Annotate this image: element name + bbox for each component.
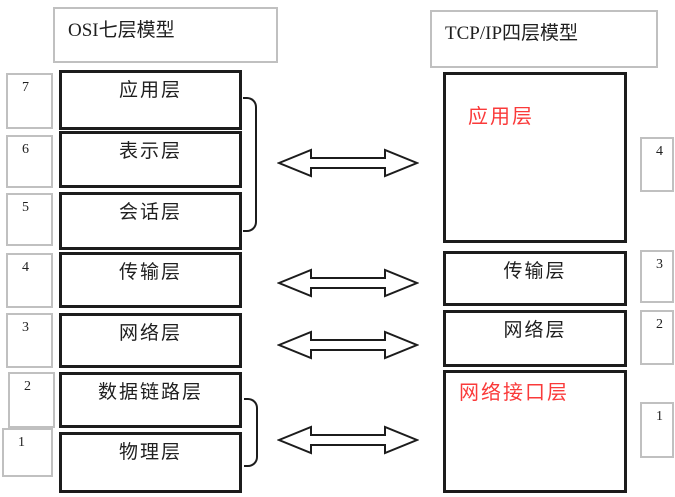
tcpip-model-title: TCP/IP四层模型 bbox=[445, 23, 579, 44]
tcpip-layer-number: 1 bbox=[656, 409, 663, 424]
tcpip-layer-number-box-4: 4 bbox=[640, 137, 674, 192]
tcpip-layer-number: 2 bbox=[656, 317, 663, 332]
osi-layer-box-physical: 物理层 bbox=[59, 432, 242, 493]
tcpip-layer-number-box-3: 3 bbox=[640, 250, 674, 303]
double-arrow-physical-icon bbox=[277, 425, 419, 455]
osi-layer-number: 5 bbox=[22, 200, 29, 215]
osi-layer-label: 会话层 bbox=[118, 202, 182, 223]
osi-layer-label: 数据链路层 bbox=[97, 382, 203, 403]
osi-layer-number: 3 bbox=[22, 320, 29, 335]
osi-model-title-box: OSI七层模型 bbox=[53, 7, 278, 63]
osi-layer-label: 网络层 bbox=[118, 323, 182, 344]
osi-layer-number-box-2: 2 bbox=[8, 372, 55, 428]
osi-layer-box-transport: 传输层 bbox=[59, 252, 242, 308]
tcpip-layer-number-box-2: 2 bbox=[640, 310, 674, 365]
double-arrow-network-icon bbox=[277, 330, 419, 360]
osi-model-title: OSI七层模型 bbox=[68, 20, 175, 41]
double-arrow-transport-icon bbox=[277, 268, 419, 298]
tcpip-layer-box-transport: 传输层 bbox=[443, 251, 627, 306]
osi-layer-label: 表示层 bbox=[118, 141, 182, 162]
double-arrow-application-icon bbox=[277, 148, 419, 178]
tcpip-layer-number-box-1: 1 bbox=[640, 402, 674, 458]
osi-layer-number-box-4: 4 bbox=[6, 253, 53, 308]
tcpip-layer-label: 网络接口层 bbox=[459, 382, 569, 404]
osi-lower-layers-bracket bbox=[244, 398, 258, 467]
tcpip-layer-label: 网络层 bbox=[503, 320, 567, 341]
osi-layer-box-datalink: 数据链路层 bbox=[59, 372, 242, 428]
osi-layer-number-box-7: 7 bbox=[6, 73, 53, 129]
osi-layer-box-session: 会话层 bbox=[59, 192, 242, 250]
osi-layer-number: 7 bbox=[22, 80, 29, 95]
tcpip-layer-box-network-interface: 网络接口层 bbox=[443, 370, 627, 493]
osi-layer-box-application: 应用层 bbox=[59, 70, 242, 130]
osi-layer-number-box-5: 5 bbox=[6, 193, 53, 246]
tcpip-layer-label: 应用层 bbox=[468, 106, 534, 128]
tcpip-layer-box-network: 网络层 bbox=[443, 310, 627, 367]
osi-layer-number: 2 bbox=[24, 379, 31, 394]
osi-layer-number: 6 bbox=[22, 142, 29, 157]
osi-layer-label: 传输层 bbox=[118, 262, 182, 283]
osi-layer-box-network: 网络层 bbox=[59, 313, 242, 368]
osi-layer-label: 应用层 bbox=[118, 80, 182, 101]
tcpip-layer-number: 3 bbox=[656, 257, 663, 272]
osi-layer-box-presentation: 表示层 bbox=[59, 131, 242, 188]
osi-layer-number: 4 bbox=[22, 260, 29, 275]
osi-layer-number-box-3: 3 bbox=[6, 313, 53, 368]
tcpip-layer-label: 传输层 bbox=[503, 261, 567, 282]
tcpip-layer-box-application: 应用层 bbox=[443, 72, 627, 243]
osi-layer-number: 1 bbox=[18, 435, 25, 450]
tcpip-layer-number: 4 bbox=[656, 144, 663, 159]
osi-layer-label: 物理层 bbox=[118, 442, 182, 463]
osi-upper-layers-bracket bbox=[243, 97, 257, 232]
osi-layer-number-box-1: 1 bbox=[2, 428, 53, 477]
osi-layer-number-box-6: 6 bbox=[6, 135, 53, 188]
tcpip-model-title-box: TCP/IP四层模型 bbox=[430, 10, 658, 68]
